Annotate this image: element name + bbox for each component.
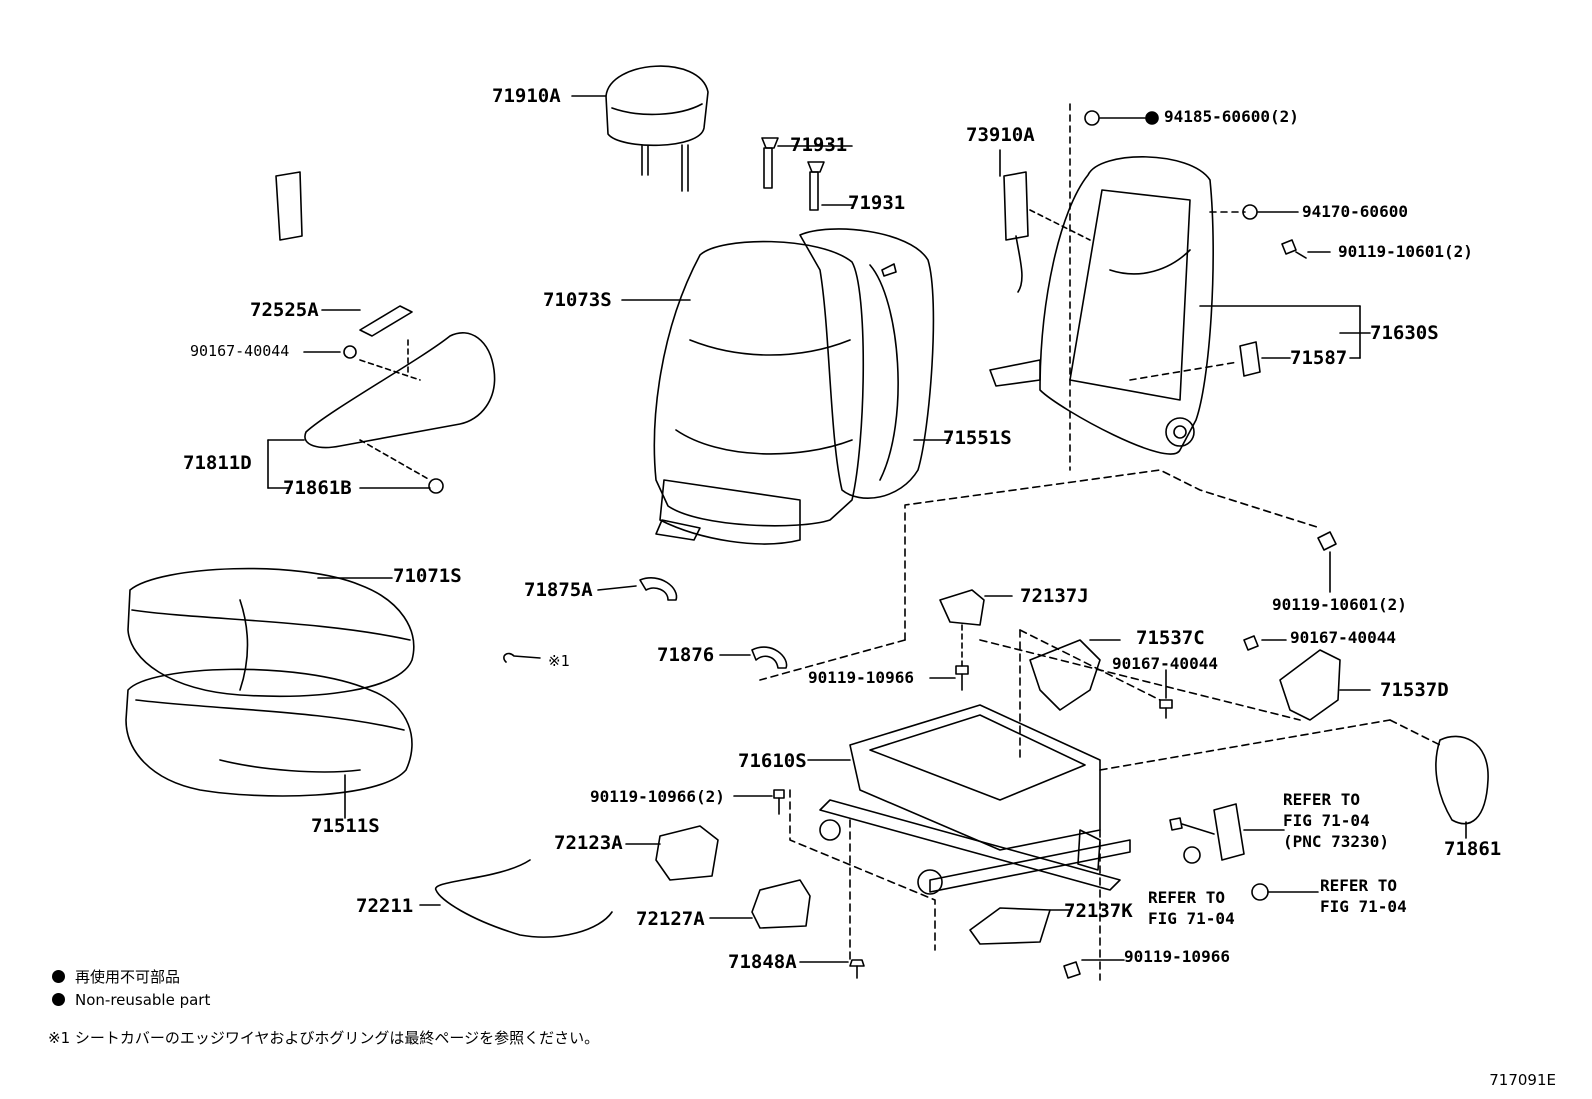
label-72127A: 72127A <box>636 908 705 930</box>
label-71551S: 71551S <box>943 427 1012 449</box>
brackets-drawing <box>625 825 811 929</box>
seatback-frame-drawing <box>989 156 1371 455</box>
cushion-pad-drawing <box>125 668 413 819</box>
diagram-code: 717091E <box>1489 1071 1556 1089</box>
wire-72211-drawing <box>419 859 613 938</box>
seatbelt-buckle-drawing <box>1169 803 1285 861</box>
label-71630S: 71630S <box>1370 322 1439 344</box>
non-reusable-dot-icon <box>52 993 65 1006</box>
label-90119-10966-a: 90119-10966 <box>808 668 914 687</box>
label-90167-40044-left: 90167-40044 <box>190 342 290 360</box>
label-73910A: 73910A <box>966 124 1035 146</box>
label-71848A: 71848A <box>728 951 797 973</box>
label-71931-b: 71931 <box>848 192 906 214</box>
non-reusable-dot-icon <box>52 970 65 983</box>
fasteners-top-right <box>1069 103 1331 471</box>
label-71875A: 71875A <box>524 579 593 601</box>
label-71071S: 71071S <box>393 565 462 587</box>
airbag-drawing <box>275 149 1091 293</box>
refer-3-line-1: REFER TO <box>1320 876 1398 895</box>
clips-drawing <box>597 577 788 669</box>
dashed-links <box>759 469 1441 981</box>
label-71910A: 71910A <box>492 85 561 107</box>
label-90167-40044-mid: 90167-40044 <box>1112 654 1218 673</box>
label-90119-10966-2: 90119-10966(2) <box>590 787 725 806</box>
refer-1-line-2: FIG 71-04 <box>1283 811 1370 830</box>
label-72123A: 72123A <box>554 832 623 854</box>
label-72137J: 72137J <box>1020 585 1089 607</box>
label-71931-a: 71931 <box>790 134 848 156</box>
label-71811D: 71811D <box>183 452 252 474</box>
label-90119-10601-mid: 90119-10601(2) <box>1272 595 1407 614</box>
label-72137K: 72137K <box>1064 900 1133 922</box>
note-mark-1: ※1 <box>548 652 570 670</box>
armrest-drawing <box>267 305 496 494</box>
label-71511S: 71511S <box>311 815 380 837</box>
side-covers-drawing <box>939 589 1489 945</box>
cushion-cover-drawing <box>127 567 415 698</box>
label-71537D: 71537D <box>1380 679 1449 701</box>
label-71861: 71861 <box>1444 838 1502 860</box>
refer-1-line-1: REFER TO <box>1283 790 1361 809</box>
bracket-71587-drawing <box>1129 341 1291 381</box>
label-94185-60600: 94185-60600(2) <box>1164 107 1299 126</box>
headrest-drawing <box>571 65 709 192</box>
label-71861B: 71861B <box>283 477 352 499</box>
refer-2-line-1: REFER TO <box>1148 888 1226 907</box>
legend-en: Non-reusable part <box>52 991 210 1009</box>
label-71537C: 71537C <box>1136 627 1205 649</box>
label-71073S: 71073S <box>543 289 612 311</box>
label-90119-10966-b: 90119-10966 <box>1124 947 1230 966</box>
fasteners-middle <box>733 635 1319 979</box>
seatback-cover-drawing <box>621 240 865 545</box>
label-72525A: 72525A <box>250 299 319 321</box>
seat-track-drawing <box>807 704 1131 895</box>
label-71876: 71876 <box>657 644 715 666</box>
label-72211: 72211 <box>356 895 414 917</box>
label-94170-60600: 94170-60600 <box>1302 202 1408 221</box>
label-71610S: 71610S <box>738 750 807 772</box>
label-90167-40044-right: 90167-40044 <box>1290 628 1396 647</box>
footnote: ※1 シートカバーのエッジワイヤおよびホグリングは最終ページを参照ください。 <box>48 1029 600 1047</box>
legend-jp: 再使用不可部品 <box>52 966 180 987</box>
seatback-pad-drawing <box>799 228 951 499</box>
label-90119-10601-top: 90119-10601(2) <box>1338 242 1473 261</box>
refer-2-line-2: FIG 71-04 <box>1148 909 1235 928</box>
headrest-support-drawing <box>761 137 853 211</box>
refer-3-line-2: FIG 71-04 <box>1320 897 1407 916</box>
hog-ring-drawing <box>503 652 541 663</box>
label-71587: 71587 <box>1290 347 1348 369</box>
refer-1-line-3: (PNC 73230) <box>1283 832 1389 851</box>
